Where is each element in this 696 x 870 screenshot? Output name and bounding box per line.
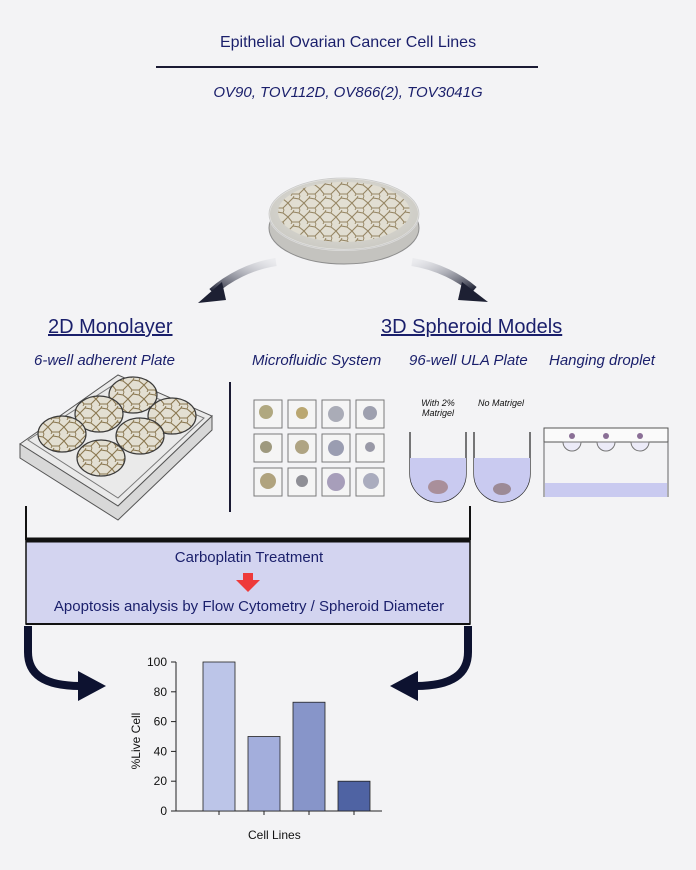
- culture-dish-icon: [268, 177, 420, 265]
- x-axis-label: Cell Lines: [248, 828, 301, 842]
- right-curved-arrow-icon: [390, 626, 472, 701]
- bar-1: [247, 736, 281, 812]
- split-arrows-icon: [198, 258, 488, 303]
- down-arrow-icon: [236, 573, 260, 592]
- treatment-step-1: Carboplatin Treatment: [174, 549, 324, 566]
- hanging-droplet-label: Hanging droplet: [549, 352, 655, 369]
- no-matrigel-label: No Matrigel: [478, 398, 525, 408]
- ula-well-no-matrigel-icon: [473, 432, 531, 503]
- spheroid-title: 3D Spheroid Models: [381, 316, 563, 338]
- microfluidic-label: Microfluidic System: [252, 352, 382, 369]
- y-tick-label-0: 0: [160, 804, 167, 818]
- with-matrigel-label: With 2% Matrigel: [421, 398, 455, 418]
- left-curved-arrow-icon: [24, 626, 106, 701]
- ula-plate-label: 96-well ULA Plate: [409, 352, 528, 369]
- y-tick-label-4: 80: [154, 685, 168, 699]
- y-tick-label-2: 40: [154, 744, 168, 758]
- bar-2: [292, 701, 326, 812]
- ula-well-matrigel-icon: [409, 432, 467, 503]
- y-axis-label: %Live Cell: [129, 712, 143, 770]
- cell-lines-list: OV90, TOV112D, OV866(2), TOV3041G: [213, 84, 483, 101]
- bar-3: [337, 780, 371, 812]
- six-well-plate-label: 6-well adherent Plate: [34, 352, 175, 369]
- live-cell-bar-chart: 0 20 40 60 80 100: [147, 655, 382, 818]
- y-tick-label-3: 60: [154, 715, 168, 729]
- figure-title: Epithelial Ovarian Cancer Cell Lines: [219, 34, 477, 51]
- title-divider: [156, 66, 538, 68]
- six-well-plate-icon: [19, 374, 213, 521]
- hanging-droplet-icon: [543, 427, 669, 497]
- monolayer-title: 2D Monolayer: [48, 316, 173, 338]
- treatment-step-2: Apoptosis analysis by Flow Cytometry / S…: [53, 598, 445, 615]
- microfluidic-grid-icon: [253, 399, 385, 497]
- y-tick-label-1: 20: [154, 774, 168, 788]
- y-tick-label-5: 100: [147, 655, 167, 669]
- bar-0: [202, 661, 236, 812]
